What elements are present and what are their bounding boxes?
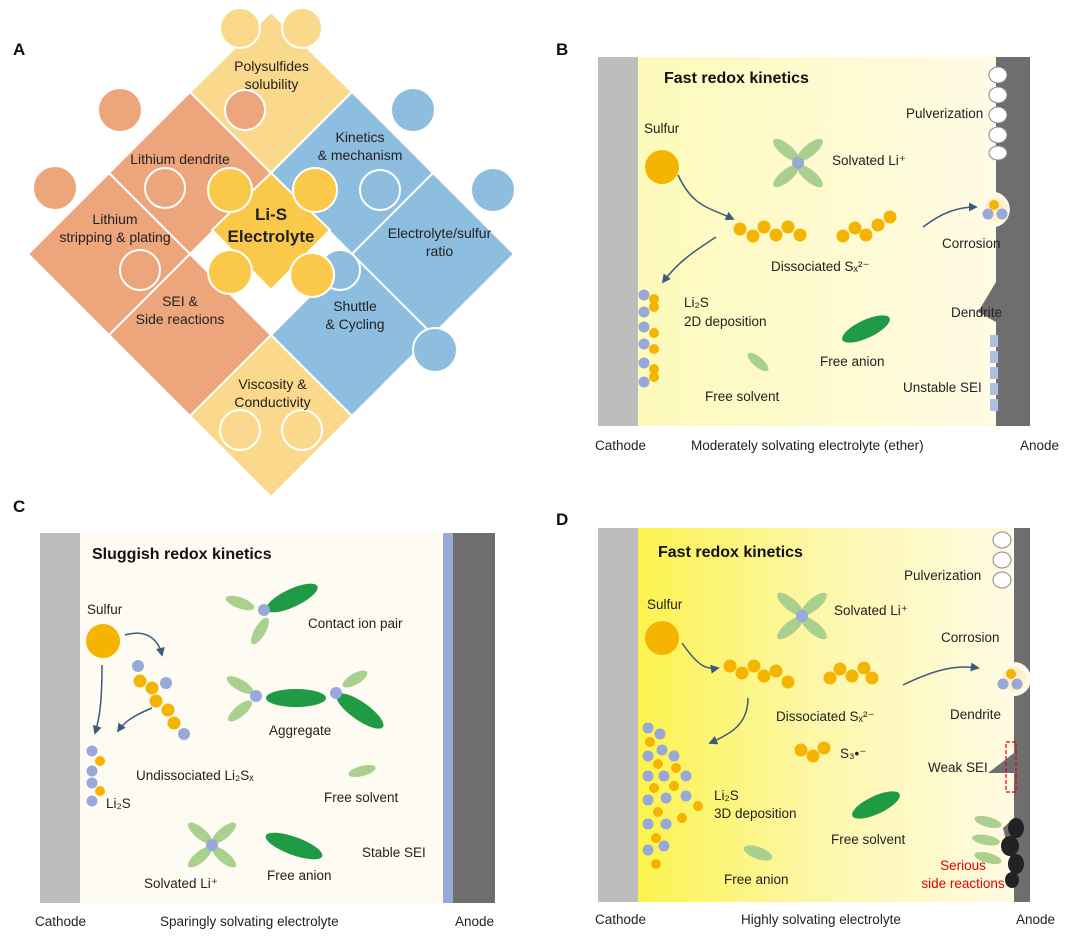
b-li2s-label: Li₂S [684, 295, 709, 310]
c-aggregate-label: Aggregate [269, 723, 332, 738]
c-cathode-label: Cathode [35, 914, 87, 929]
anode [453, 533, 495, 903]
d-weak-sei-label: Weak SEI [928, 760, 988, 775]
cathode [40, 533, 80, 903]
d-sulfur-label: Sulfur [647, 597, 683, 612]
b-corrosion-label: Corrosion [942, 236, 1001, 251]
b-anode-label: Anode [1020, 438, 1060, 453]
b-free-anion-label: Free anion [820, 354, 885, 369]
b-cathode-label: Cathode [595, 438, 647, 453]
b-dissociated-label: Dissociated Sₓ²⁻ [771, 259, 870, 274]
piece-label-viscosity: Viscosity &Conductivity [234, 376, 311, 410]
sulfur-sphere [86, 624, 120, 658]
c-anode-label: Anode [455, 914, 495, 929]
d-solvated-li-label: Solvated Li⁺ [834, 603, 908, 618]
c-electrolyte-label: Sparingly solvating electrolyte [160, 914, 339, 929]
d-cathode-label: Cathode [595, 912, 647, 927]
puzzle-piece-viscosity [188, 333, 354, 499]
panel-b-label: B [556, 40, 569, 59]
panel-b-title: Fast redox kinetics [664, 70, 809, 87]
b-pulverization-label: Pulverization [906, 106, 984, 121]
d-electrolyte-label: Highly solvating electrolyte [741, 912, 901, 927]
b-free-solvent-label: Free solvent [705, 389, 780, 404]
contact-ion-pair [225, 583, 318, 645]
panel-d-title: Fast redox kinetics [658, 544, 803, 561]
piece-label-sei: SEI &Side reactions [135, 293, 225, 327]
puzzle-diagram [26, 7, 516, 499]
b-deposition-label: 2D deposition [684, 314, 767, 329]
panel-a-label: A [13, 40, 26, 59]
d-pulverization-label: Pulverization [904, 568, 982, 583]
d-free-solvent-label: Free solvent [831, 832, 906, 847]
panel-b-diagram [598, 57, 1030, 426]
free-anion-shape [842, 315, 890, 343]
cathode [598, 57, 638, 426]
cathode [598, 528, 638, 902]
piece-label-shuttle: Shuttle& Cycling [325, 298, 385, 332]
free-anion-shape [743, 845, 773, 861]
d-dendrite-label: Dendrite [950, 707, 1002, 722]
d-free-anion-label: Free anion [724, 872, 789, 887]
d-dissociated-label: Dissociated Sₓ²⁻ [776, 709, 875, 724]
d-anode-label: Anode [1016, 912, 1056, 927]
free-solvent-shape [747, 352, 769, 372]
d-li2s-label: Li₂S [714, 788, 739, 803]
stable-sei [443, 533, 453, 903]
c-sulfur-label: Sulfur [87, 602, 123, 617]
anode [978, 57, 1030, 426]
c-free-anion-label: Free anion [267, 868, 332, 883]
sulfur-sphere [645, 621, 679, 655]
sulfur-sphere [645, 150, 679, 184]
panel-c-title: Sluggish redox kinetics [92, 546, 272, 563]
c-li2s-label: Li₂S [106, 796, 131, 811]
aggregate [226, 670, 384, 729]
solvated-li-cluster [773, 138, 823, 188]
b-sulfur-label: Sulfur [644, 121, 680, 136]
c-undissociated-label: Undissociated Li₂Sₓ [136, 768, 254, 783]
b-dendrite-label: Dendrite [951, 305, 1003, 320]
d-s3-label: S₃•⁻ [840, 746, 867, 761]
piece-label-lithium-dendrite: Lithium dendrite [130, 151, 230, 167]
panel-d-diagram [598, 528, 1030, 902]
d-deposition-label: 3D deposition [714, 806, 797, 821]
solvated-li-cluster [777, 592, 827, 640]
panel-c-diagram [40, 533, 495, 903]
free-solvent-shape [852, 791, 900, 819]
c-solvated-li-label: Solvated Li⁺ [144, 876, 218, 891]
piece-label-kinetics: Kinetics& mechanism [317, 129, 403, 163]
d-corrosion-label: Corrosion [941, 630, 1000, 645]
c-free-solvent-label: Free solvent [324, 790, 399, 805]
c-stable-sei-label: Stable SEI [362, 845, 426, 860]
panel-c-label: C [13, 497, 26, 516]
b-solvated-li-label: Solvated Li⁺ [832, 153, 906, 168]
b-unstable-sei-label: Unstable SEI [903, 380, 982, 395]
anode [988, 528, 1030, 902]
c-contact-ion-pair-label: Contact ion pair [308, 616, 403, 631]
b-electrolyte-label: Moderately solvating electrolyte (ether) [691, 438, 924, 453]
panel-d-label: D [556, 510, 569, 529]
solvated-li-cluster [187, 822, 237, 868]
